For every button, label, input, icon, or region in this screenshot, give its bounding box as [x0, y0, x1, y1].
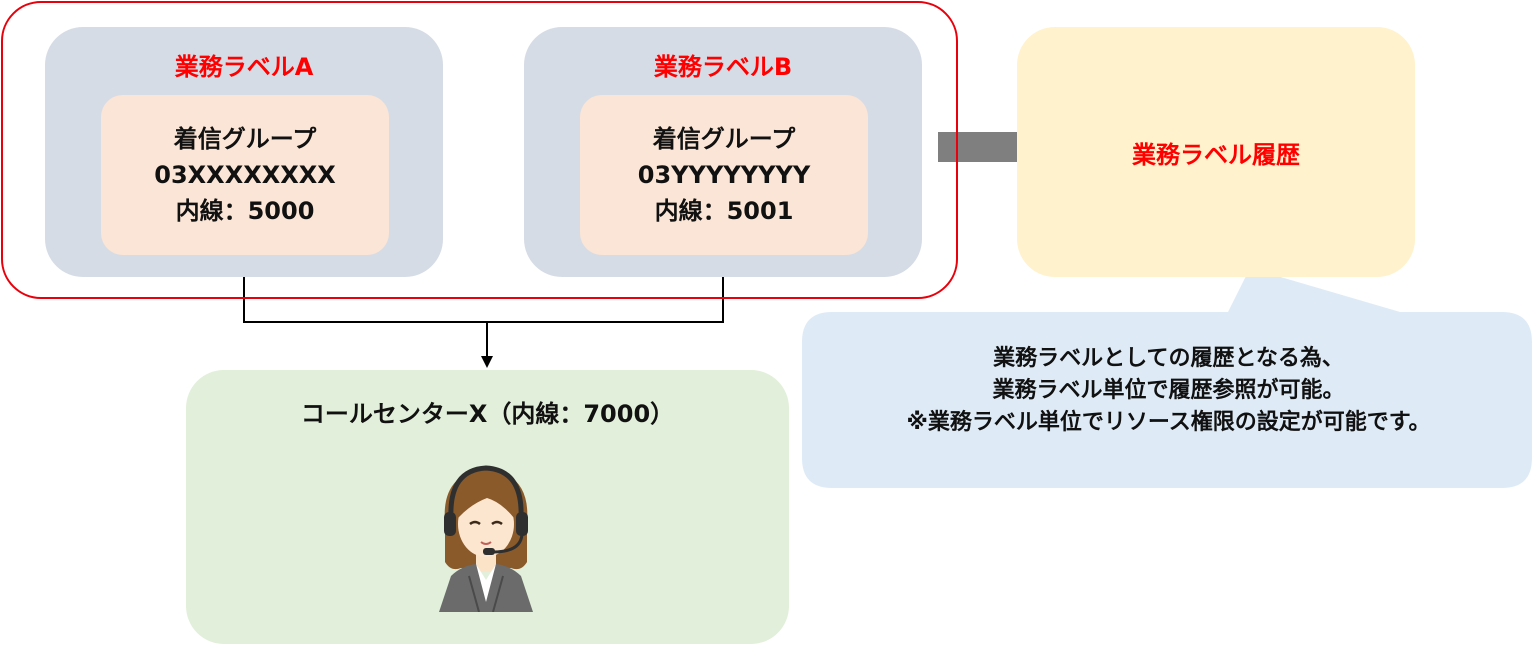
note-line: ※業務ラベル単位でリソース権限の設定が可能です。 — [906, 410, 1431, 435]
callcenter-title: コールセンターX（内線：7000） — [300, 400, 675, 428]
history-title: 業務ラベル履歴 — [1132, 141, 1300, 169]
phone-number: 03YYYYYYYY — [637, 161, 811, 189]
note-callout-bubble — [802, 268, 1532, 488]
incoming-group-box: 着信グループ 03XXXXXXXX 内線：5000 — [101, 95, 389, 255]
label-group-frame — [1, 1, 958, 299]
extension-number: 内線：5001 — [654, 197, 794, 225]
connector-arrowhead — [481, 356, 493, 368]
label-box-a: 業務ラベルA 着信グループ 03XXXXXXXX 内線：5000 — [45, 27, 443, 277]
note-line: 業務ラベル単位で履歴参照が可能。 — [992, 378, 1345, 403]
callcenter-box: コールセンターX（内線：7000） — [186, 370, 789, 644]
incoming-group-name: 着信グループ — [652, 125, 796, 153]
label-title: 業務ラベルA — [174, 53, 314, 81]
phone-number: 03XXXXXXXX — [154, 161, 336, 189]
extension-number: 内線：5000 — [175, 197, 315, 225]
history-box: 業務ラベル履歴 — [1017, 27, 1415, 277]
note-text: 業務ラベルとしての履歴となる為、 業務ラベル単位で履歴参照が可能。 ※業務ラベル… — [802, 343, 1535, 439]
label-title: 業務ラベルB — [653, 53, 793, 81]
incoming-group-name: 着信グループ — [173, 125, 317, 153]
connector-label-b — [487, 277, 724, 323]
note-line: 業務ラベルとしての履歴となる為、 — [993, 346, 1344, 371]
label-box-b: 業務ラベルB 着信グループ 03YYYYYYYY 内線：5001 — [524, 27, 922, 277]
operator-headset-icon — [439, 465, 533, 612]
incoming-group-box: 着信グループ 03YYYYYYYY 内線：5001 — [580, 95, 868, 255]
connector-label-a — [243, 277, 487, 323]
